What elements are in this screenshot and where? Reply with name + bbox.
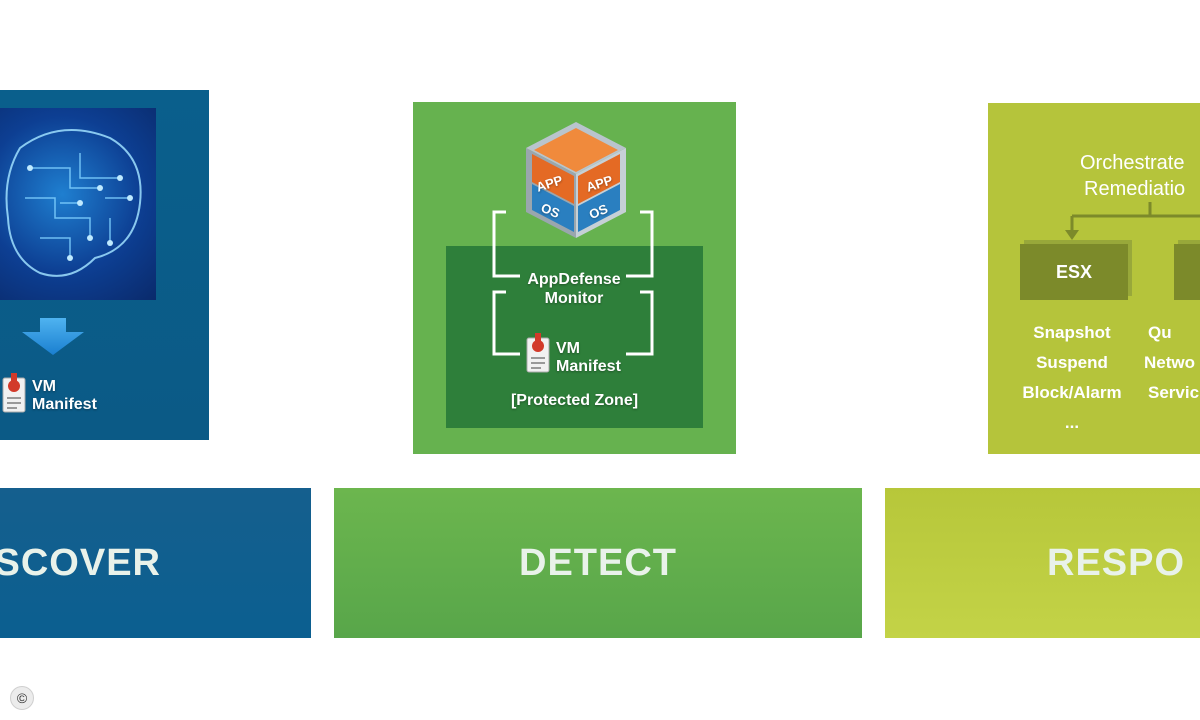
protected-zone bbox=[446, 246, 703, 428]
esx-action: Suspend bbox=[1036, 353, 1108, 372]
app-os-cube-icon bbox=[522, 120, 630, 245]
network-action: Netwo bbox=[1144, 353, 1195, 372]
manifest-badge-icon bbox=[526, 332, 550, 379]
detect-bar: DETECT bbox=[334, 488, 862, 638]
manifest-badge-icon bbox=[2, 372, 26, 419]
detect-manifest-label: VM Manifest bbox=[556, 340, 621, 375]
esx-actions-list: Snapshot Suspend Block/Alarm ... bbox=[1002, 318, 1142, 438]
respond-bar: RESPO bbox=[885, 488, 1200, 638]
esx-box: ESX bbox=[1020, 244, 1128, 300]
discover-bar: SCOVER bbox=[0, 488, 311, 638]
protected-zone-label: [Protected Zone] bbox=[510, 392, 639, 409]
network-action: Servic bbox=[1148, 383, 1200, 402]
respond-bar-label: RESPO bbox=[1047, 541, 1186, 584]
detect-bar-label: DETECT bbox=[519, 541, 677, 584]
copyright-icon: © bbox=[10, 686, 34, 710]
network-actions-list: Qu Netwo Servic bbox=[1140, 318, 1200, 408]
discover-bar-label: SCOVER bbox=[0, 541, 161, 584]
discover-manifest-label: VM Manifest bbox=[32, 378, 97, 413]
network-box bbox=[1174, 244, 1200, 300]
esx-action: Block/Alarm bbox=[1022, 383, 1122, 402]
orchestration-connector bbox=[1065, 202, 1200, 240]
appdefense-monitor-label: AppDefense Monitor bbox=[527, 271, 621, 307]
circuit-brain-image bbox=[0, 108, 156, 300]
down-arrow-icon bbox=[18, 318, 88, 361]
esx-action: Snapshot bbox=[1033, 323, 1111, 342]
monitor-brackets bbox=[492, 210, 654, 356]
esx-action: ... bbox=[1064, 413, 1080, 432]
network-action: Qu bbox=[1148, 323, 1172, 342]
orchestrate-remediation-label: Orchestrate Remediatio bbox=[1080, 152, 1186, 200]
